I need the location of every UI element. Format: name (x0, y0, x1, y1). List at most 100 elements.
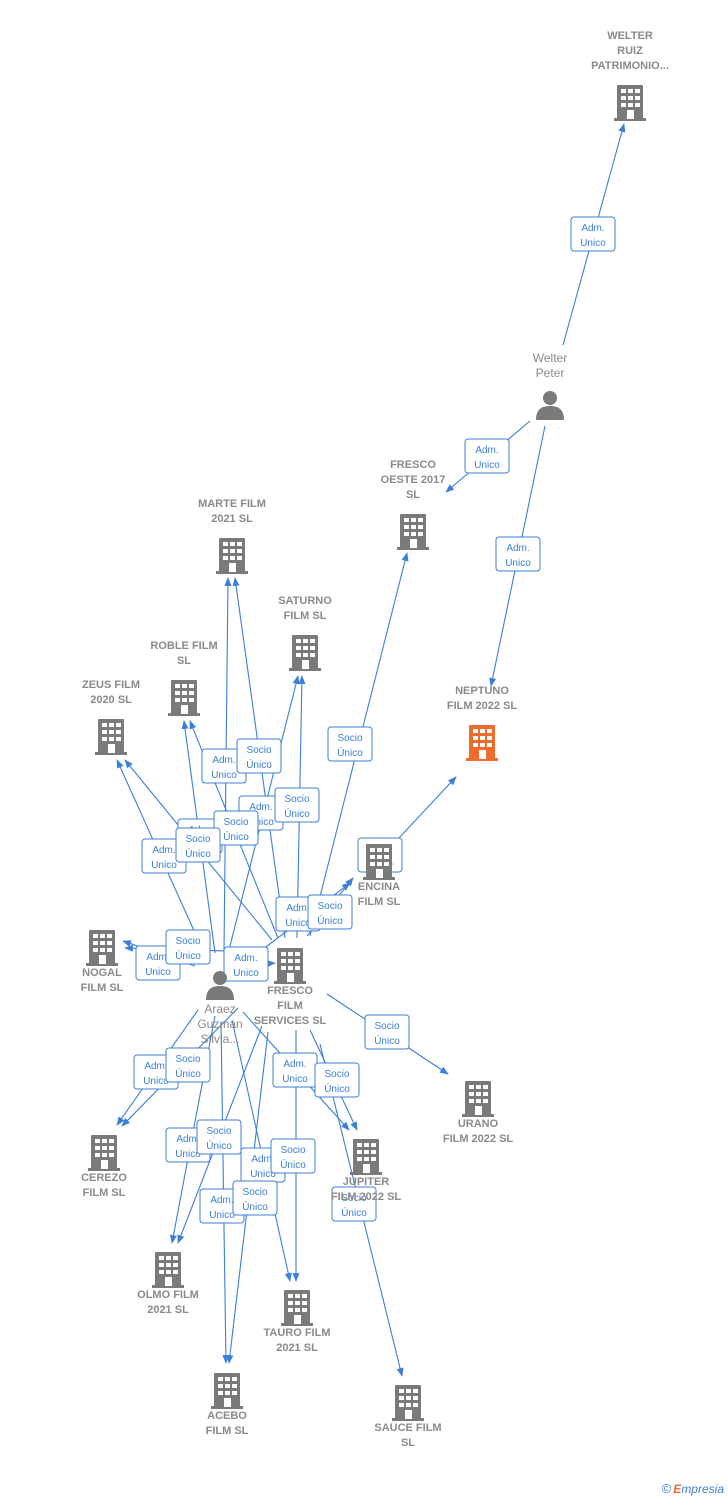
edge-label-welter_peter-to-neptuno[interactable]: Adm.Unico (495, 536, 541, 572)
edge-label-text: Adm. (212, 755, 235, 766)
edge-label-text: Adm. (283, 1059, 306, 1070)
building-icon (274, 948, 306, 984)
node-label-line: 2020 SL (90, 694, 132, 706)
node-label-line: 2021 SL (276, 1342, 318, 1354)
edge-label-text: Único (223, 830, 249, 843)
edge-label-welter_peter-to-welter_ruiz[interactable]: Adm.Unico (570, 216, 616, 252)
edge-label-box (464, 438, 510, 474)
edge-label-text: Único (284, 807, 310, 820)
edge-label-box (307, 894, 353, 930)
edge-label-text: Socio (317, 901, 342, 912)
building-icon (462, 1081, 494, 1117)
edge-label-text: Único (242, 1200, 268, 1213)
node-label-line: ROBLE FILM (150, 640, 217, 652)
node-label-line: FILM SL (206, 1425, 249, 1437)
node-label-line: FILM 2022 SL (447, 700, 518, 712)
node-label-line: URANO (458, 1118, 499, 1130)
edge-label-text: Adm. (146, 952, 169, 963)
copyright-symbol: © (661, 1481, 672, 1496)
node-label-line: SL (401, 1437, 415, 1449)
edge-label-text: Unico (250, 1169, 276, 1180)
edge-label-box (570, 216, 616, 252)
node-neptuno[interactable]: NEPTUNO FILM 2022 SL (447, 685, 518, 761)
edge-label-text: Único (246, 758, 272, 771)
edge-label-text: Unico (145, 967, 171, 978)
edge-label-welter_peter-to-fresco_oeste[interactable]: Adm.Unico (464, 438, 510, 474)
edge-label-text: Unico (282, 1074, 308, 1085)
node-araez[interactable]: AraezGuzmanSilvia... (197, 971, 243, 1046)
node-label-line: WELTER (607, 30, 653, 42)
brand-name: mpresia (681, 1482, 724, 1496)
edge-label-text: Socio (242, 1187, 267, 1198)
edge-label-text: Socio (246, 745, 271, 756)
node-welter_ruiz[interactable]: WELTERRUIZPATRIMONIO... (591, 30, 669, 121)
building-icon (168, 680, 200, 716)
edge-label-text: Socio (374, 1021, 399, 1032)
node-label-line: NEPTUNO (455, 685, 509, 697)
edge-label-text: Único (206, 1139, 232, 1152)
edge-label-box (165, 1047, 211, 1083)
edge-label-text: Unico (151, 860, 177, 871)
edge-label-text: Adm. (152, 845, 175, 856)
edge-label-text: Unico (285, 918, 311, 929)
edge-label-box (223, 946, 269, 982)
node-label-line: SATURNO (278, 595, 332, 607)
edge-label-text: Adm. (176, 1134, 199, 1145)
edge-label-box (274, 787, 320, 823)
node-label-line: Araez (204, 1002, 235, 1016)
edge-label-text: Adm. (234, 953, 257, 964)
edge-label-araez-to-jupiter[interactable]: Adm. Unico (272, 1052, 318, 1088)
person-icon (536, 391, 564, 420)
node-label-line: PATRIMONIO... (591, 60, 669, 72)
edge-label-box (495, 536, 541, 572)
edge-label-text: Socio (280, 1145, 305, 1156)
edge-label-text: Unico (505, 558, 531, 569)
edge-label-araez-to-marte[interactable]: Adm.Unico (201, 748, 247, 784)
node-label-line: JUPITER (343, 1176, 390, 1188)
node-label-line: FILM SL (358, 896, 401, 908)
edge-label-box (232, 1180, 278, 1216)
building-icon (289, 635, 321, 671)
node-label-line: OLMO FILM (137, 1289, 199, 1301)
brand-logo: ©Empresia (662, 1481, 724, 1496)
building-icon (350, 1139, 382, 1175)
edge-label-text: Adm. (210, 1195, 233, 1206)
edge-label-text: Único (374, 1034, 400, 1047)
node-label-line: FILM SL (81, 982, 124, 994)
edge-label-araez-to-fresco_services[interactable]: Adm.Unico (223, 946, 269, 982)
edge-label-box (331, 1186, 377, 1222)
edge-label-box (364, 1014, 410, 1050)
